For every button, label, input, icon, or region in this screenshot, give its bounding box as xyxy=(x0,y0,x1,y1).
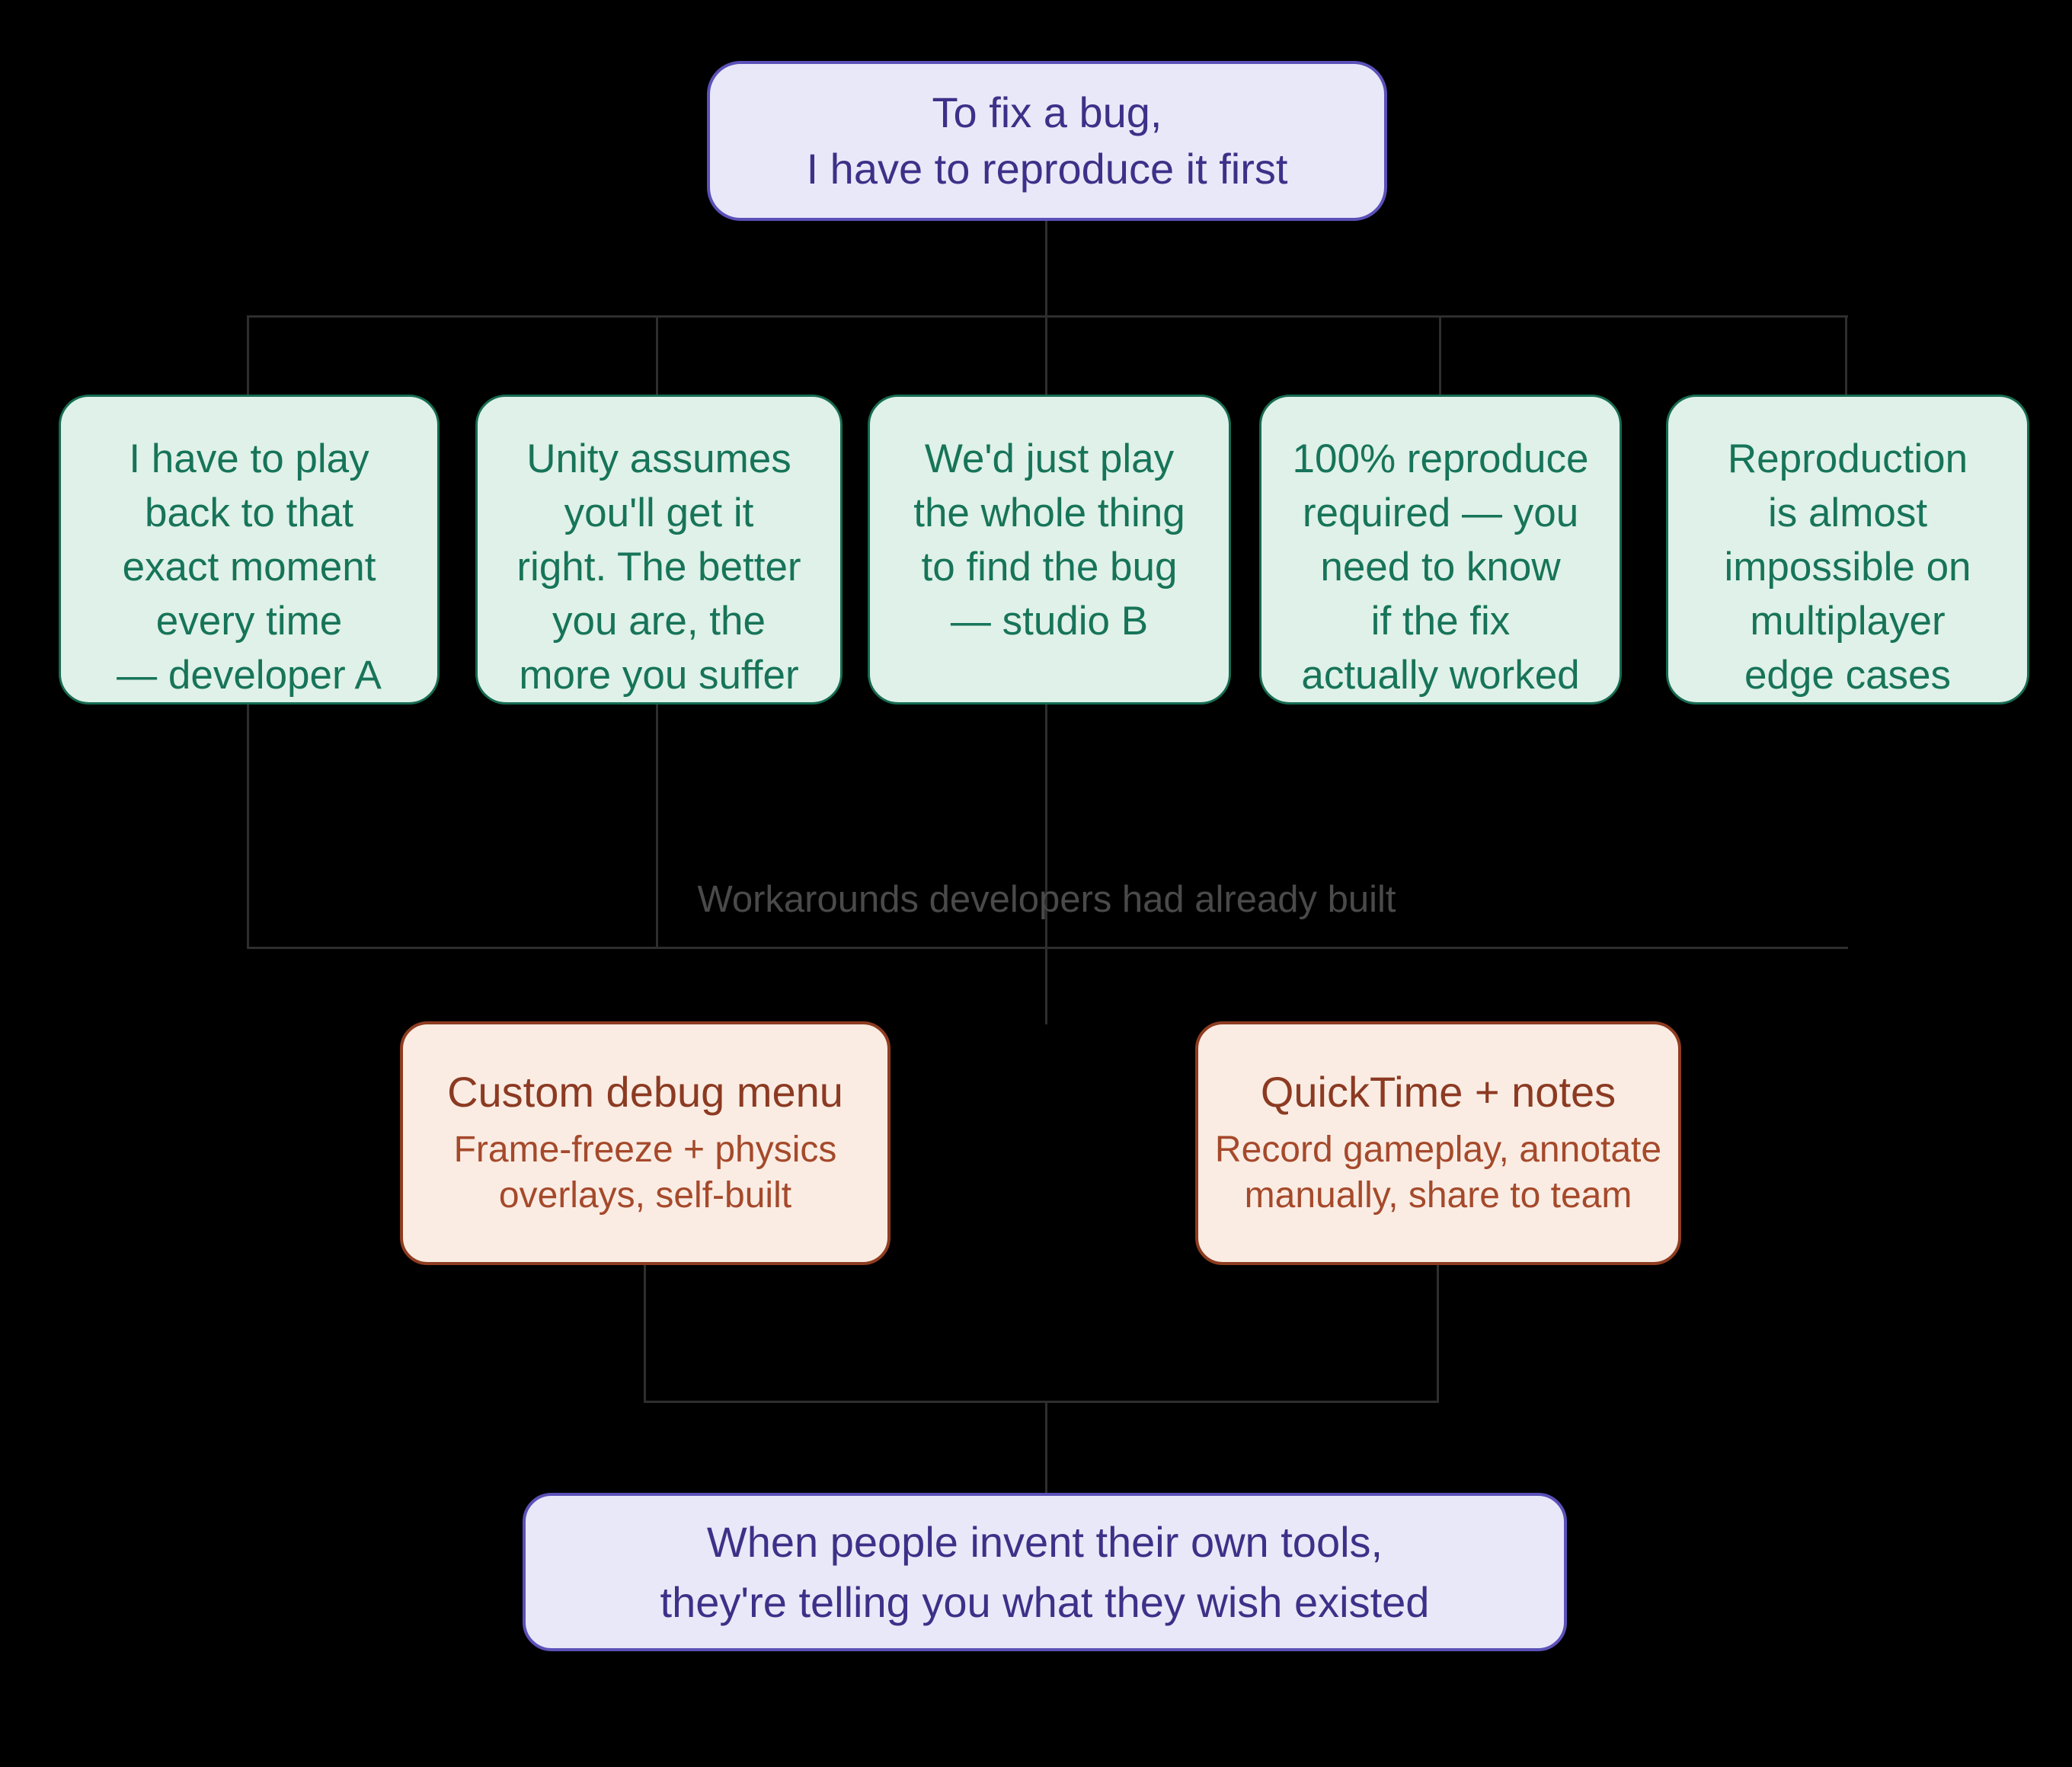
workaround-title: Custom debug menu xyxy=(447,1068,843,1116)
connector-line xyxy=(1437,1265,1439,1401)
pain-point-text: Reproduction is almost impossible on mul… xyxy=(1724,436,1971,698)
connector-line xyxy=(247,947,1848,949)
connector-line xyxy=(247,318,249,395)
pain-point-text: Unity assumes you'll get it right. The b… xyxy=(516,436,801,698)
connector-line xyxy=(1045,1403,1047,1493)
connector-line xyxy=(1439,318,1441,395)
connector-line xyxy=(1045,318,1047,395)
connector-line xyxy=(247,705,249,947)
connector-line xyxy=(1845,318,1847,395)
connector-line xyxy=(656,318,658,395)
conclusion-text: When people invent their own tools, they… xyxy=(660,1518,1430,1626)
workaround-description: Frame-freeze + physics overlays, self-bu… xyxy=(453,1130,837,1216)
pain-point-node-2: Unity assumes you'll get it right. The b… xyxy=(475,395,843,705)
workaround-node-2: QuickTime + notes Record gameplay, annot… xyxy=(1195,1021,1681,1265)
pain-point-text: I have to play back to that exact moment… xyxy=(117,436,382,698)
pain-point-text: We'd just play the whole thing to find t… xyxy=(913,436,1185,644)
workaround-title: QuickTime + notes xyxy=(1260,1068,1616,1116)
root-claim-node: To fix a bug, I have to reproduce it fir… xyxy=(707,61,1387,221)
root-claim-text: To fix a bug, I have to reproduce it fir… xyxy=(806,88,1288,193)
connector-line xyxy=(1045,949,1047,1024)
connector-line xyxy=(1045,705,1047,947)
connector-line xyxy=(644,1401,1439,1403)
pain-point-node-4: 100% reproduce required — you need to kn… xyxy=(1259,395,1622,705)
pain-point-text: 100% reproduce required — you need to kn… xyxy=(1292,436,1589,698)
connector-line xyxy=(656,705,658,947)
section-label: Workarounds developers had already built xyxy=(697,879,1396,920)
pain-point-node-5: Reproduction is almost impossible on mul… xyxy=(1666,395,2029,705)
connector-line xyxy=(644,1265,646,1401)
pain-point-node-1: I have to play back to that exact moment… xyxy=(59,395,440,705)
connector-line xyxy=(247,315,1848,318)
connector-line xyxy=(1045,221,1047,316)
workaround-description: Record gameplay, annotate manually, shar… xyxy=(1214,1130,1662,1216)
workaround-node-1: Custom debug menu Frame-freeze + physics… xyxy=(400,1021,891,1265)
pain-point-node-3: We'd just play the whole thing to find t… xyxy=(868,395,1231,705)
conclusion-node: When people invent their own tools, they… xyxy=(523,1493,1567,1651)
